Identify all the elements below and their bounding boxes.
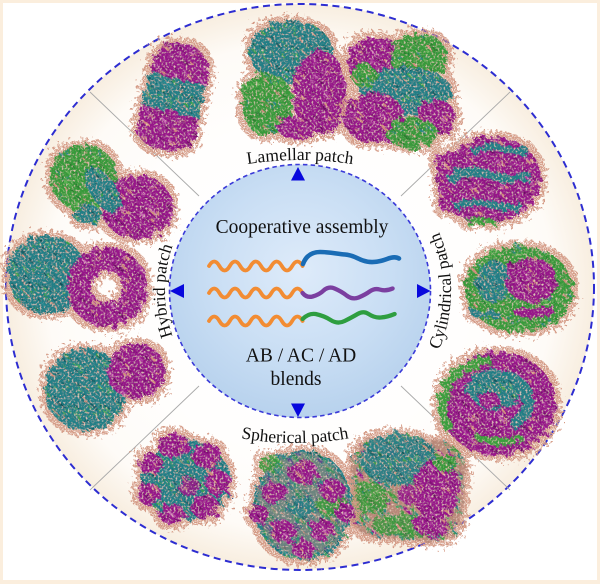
svg-text:Cooperative assembly: Cooperative assembly (216, 217, 389, 238)
svg-text:AB / AC / AD: AB / AC / AD (246, 346, 357, 367)
svg-text:blends: blends (271, 369, 322, 390)
